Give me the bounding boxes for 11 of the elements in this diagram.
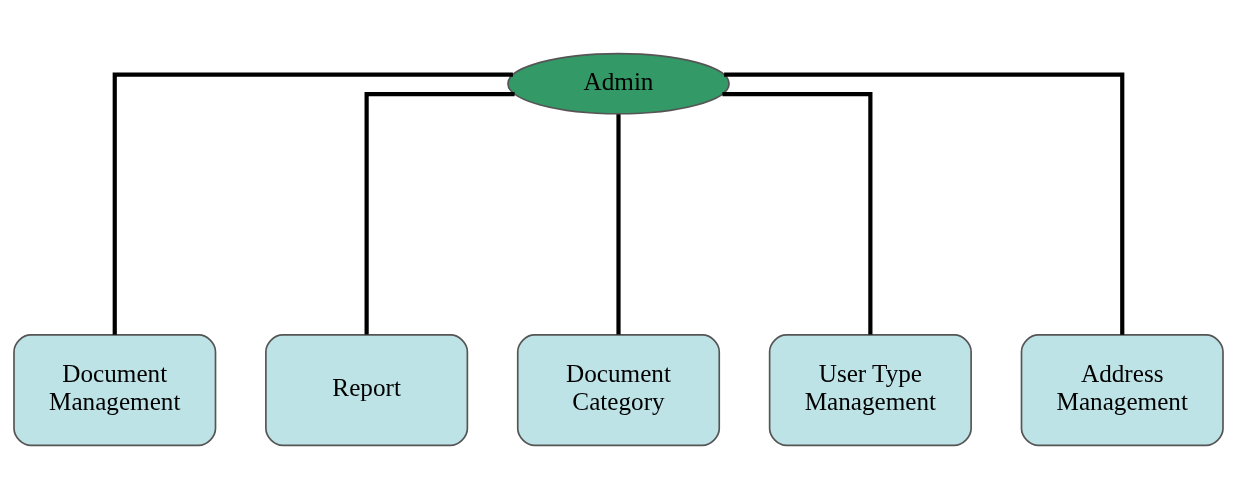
connector (364, 91, 515, 334)
node-box: User Type Management (768, 333, 972, 446)
node-box: Document Management (13, 333, 217, 446)
node-box: Document Category (516, 333, 721, 446)
node-box: Address Management (1020, 333, 1224, 446)
connector (112, 72, 513, 335)
connector (724, 72, 1125, 335)
connector (616, 113, 621, 334)
node-ellipse: Admin (507, 52, 730, 115)
connector (722, 91, 873, 334)
node-box: Report (265, 333, 469, 446)
